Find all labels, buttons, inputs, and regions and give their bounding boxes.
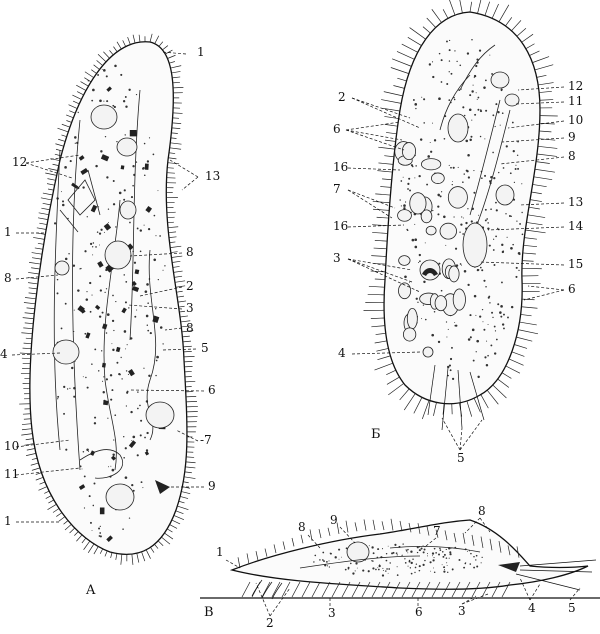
figure-a-label: 10 [4,439,19,453]
leader-line [462,594,488,604]
figure-a-vacuole [105,241,131,269]
figure-b-macronucleus [463,223,487,267]
leader-line [170,160,198,177]
figure-b-macronucleus [448,114,468,142]
figure-b-label: 13 [568,195,583,209]
figure-a-label: 6 [208,383,216,397]
figure-b-label: 7 [333,182,341,196]
figure-c-label: 3 [328,606,336,620]
figure-b-label: 16 [333,160,348,174]
figure-b-label: 14 [568,219,584,233]
figure-b-label: 6 [568,282,576,296]
figure-a-vacuole [120,201,136,219]
leader-line [460,420,482,450]
figure-a-caption: A [85,583,96,598]
leader-line [348,190,392,218]
figure-a-vacuole [146,402,174,428]
figure-a-vacuole [106,484,134,510]
figure-a-label: 8 [4,271,12,285]
figure-a-label: 9 [208,479,216,493]
figure-c-label: 2 [266,616,274,629]
figure-a-label: 3 [186,301,194,315]
figure-a-vacuole [53,340,79,364]
figure-a-vacuole [117,138,137,156]
leader-line [348,190,395,208]
figure-a-label: 4 [0,347,8,361]
leader-line [226,560,240,568]
leader-line [460,428,462,450]
figure-b-caption: Б [371,427,381,442]
figure-c-label: 8 [298,520,306,534]
figure-a-vacuole [55,261,69,275]
figure-b-label: 5 [457,451,465,465]
leader-line [528,286,564,290]
figure-a-label: 5 [201,341,209,355]
leader-line [346,130,402,140]
figure-c-label: 6 [415,605,423,619]
figure-c-label: 1 [216,545,224,559]
figure-a-label: 8 [186,245,194,259]
figure-c-caption: В [204,605,214,620]
figure-c-label: 5 [568,601,576,615]
figure-a-label: 13 [205,169,220,183]
figure-b-label: 3 [333,251,341,265]
figure-a-label: 8 [186,321,194,335]
figure-b-label: 11 [568,94,583,108]
figure-c-label: 3 [458,604,466,618]
figure-a-label: -7 [200,433,212,447]
figure-b [364,0,558,430]
figure-b-label: 16 [333,219,348,233]
figure-c [200,519,600,599]
figure-b-label: 9 [568,130,576,144]
leader-line [442,418,460,450]
figure-b-label: 15 [568,257,583,271]
figure-b-label: 8 [568,149,576,163]
leader-line [270,588,290,616]
figure-a-label: 2 [186,279,194,293]
figure-a-label: 1 [4,514,12,528]
leader-line [182,177,198,190]
figure-c-label: 4 [528,601,536,615]
figure-c-label: 9 [330,513,338,527]
figure-b-label: 6 [333,122,341,136]
figure-a-label: 1 [4,225,12,239]
figure-a-vacuole [91,105,117,129]
figure-a-label: 11 [4,467,19,481]
figure-a-label: 1 [197,45,205,59]
figure-a [19,34,198,565]
figure-b-label: 12 [568,79,583,93]
leader-line [346,122,400,130]
figure-b-label: 10 [568,113,583,127]
figure-c-label: 8 [478,504,486,518]
figure-b-label: 4 [338,346,346,360]
figure-b-label: 2 [338,90,346,104]
figure-a-label: 12 [12,155,27,169]
figure-c-label: 7 [433,524,441,538]
leader-line [462,596,476,604]
